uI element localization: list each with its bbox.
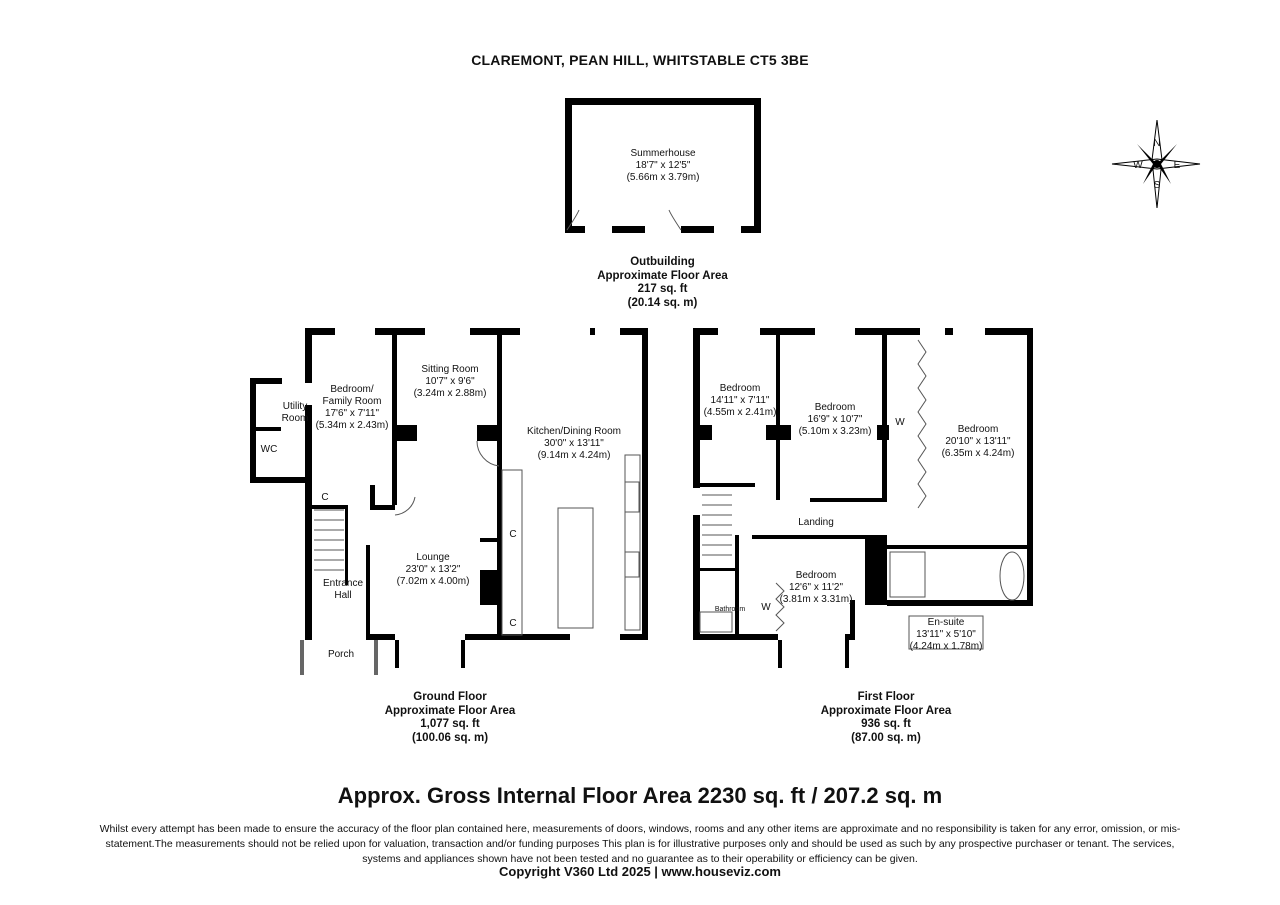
- room-dimensions: 14'11" x 7'11": [711, 395, 770, 406]
- room-name: Bedroom/: [330, 384, 374, 395]
- area-heading: Ground Floor: [413, 691, 487, 703]
- room-label: Landing: [798, 517, 834, 528]
- room-dimensions: (9.14m x 4.24m): [538, 450, 611, 461]
- fixtures: [314, 209, 1025, 650]
- compass-s: S: [1154, 180, 1161, 191]
- area-heading: First Floor: [857, 691, 915, 703]
- room-name: Summerhouse: [630, 148, 695, 159]
- area-heading: Outbuilding: [630, 256, 695, 268]
- area-subheading: Approximate Floor Area: [597, 269, 728, 282]
- area-sqm: (87.00 sq. m): [851, 731, 921, 744]
- room-name: Utility: [283, 401, 307, 412]
- room-dimensions: (6.35m x 4.24m): [942, 448, 1015, 459]
- room-label: Bathroom: [715, 606, 746, 613]
- room-name: Entrance: [323, 578, 363, 589]
- room-dimensions: (7.02m x 4.00m): [397, 576, 470, 587]
- room-label: C: [509, 618, 516, 629]
- room-label: W: [895, 417, 905, 428]
- room-dimensions: 13'11" x 5'10": [916, 629, 976, 640]
- area-sqm: (20.14 sq. m): [627, 296, 698, 309]
- room-name: W: [761, 602, 771, 613]
- gross-internal-area: Approx. Gross Internal Floor Area 2230 s…: [337, 783, 943, 808]
- room-name: Kitchen/Dining Room: [527, 426, 621, 437]
- room-name: Landing: [798, 517, 834, 528]
- room-dimensions: (4.55m x 2.41m): [704, 407, 777, 418]
- area-sqft: 217 sq. ft: [637, 283, 688, 295]
- room-name: En-suite: [928, 617, 965, 628]
- room-dimensions: 17'6" x 7'11": [325, 408, 380, 419]
- room-label: C: [509, 529, 516, 540]
- room-dimensions: 30'0" x 13'11": [544, 438, 604, 449]
- room-label: WC: [261, 444, 278, 455]
- room-dimensions: 18'7" x 12'5": [636, 160, 691, 171]
- area-sqm: (100.06 sq. m): [411, 731, 489, 744]
- room-dimensions: 23'0" x 13'2": [406, 564, 461, 575]
- room-dimensions: 12'6" x 11'2": [789, 582, 844, 593]
- room-label: Porch: [328, 649, 354, 660]
- room-name: C: [321, 492, 328, 503]
- room-name: WC: [261, 444, 278, 455]
- room-name: C: [509, 618, 516, 629]
- area-sqft: 1,077 sq. ft: [420, 718, 480, 730]
- room-dimensions: (3.81m x 3.31m): [780, 594, 853, 605]
- room-dimensions: 16'9" x 10'7": [808, 414, 863, 425]
- room-name: Sitting Room: [421, 364, 478, 375]
- compass: N E S W: [1111, 119, 1201, 209]
- room-name: Bedroom: [796, 570, 837, 581]
- room-dimensions: (4.24m x 1.78m): [910, 641, 983, 652]
- room-name: Bedroom: [815, 402, 856, 413]
- compass-e: E: [1174, 160, 1181, 171]
- outbuilding-area: Outbuilding Approximate Floor Area 217 s…: [560, 256, 765, 310]
- compass-n: N: [1153, 138, 1160, 149]
- disclaimer: Whilst every attempt has been made to en…: [99, 823, 1181, 865]
- room-dimensions: (3.24m x 2.88m): [414, 388, 487, 399]
- room-label: W: [761, 602, 771, 613]
- room-name: Bathroom: [715, 606, 746, 613]
- room-dimensions: 10'7" x 9'6": [425, 376, 475, 387]
- copyright: Copyright V360 Ltd 2025 | www.houseviz.c…: [498, 864, 781, 879]
- room-name: Porch: [328, 649, 354, 660]
- room-name: Bedroom: [720, 383, 761, 394]
- first-floor-area: First Floor Approximate Floor Area 936 s…: [786, 691, 986, 745]
- room-name: W: [895, 417, 905, 428]
- room-dimensions: (5.10m x 3.23m): [799, 426, 872, 437]
- room-name: Bedroom: [958, 424, 999, 435]
- area-subheading: Approximate Floor Area: [384, 704, 516, 717]
- room-dimensions: 20'10" x 13'11": [945, 436, 1011, 447]
- ground-floor-area: Ground Floor Approximate Floor Area 1,07…: [350, 691, 550, 745]
- area-sqft: 936 sq. ft: [861, 718, 911, 730]
- property-title: CLAREMONT, PEAN HILL, WHITSTABLE CT5 3BE: [471, 52, 809, 68]
- room-dimensions: (5.66m x 3.79m): [627, 172, 700, 183]
- compass-w: W: [1133, 160, 1143, 171]
- room-dimensions: Family Room: [323, 396, 382, 407]
- room-name: C: [509, 529, 516, 540]
- room-name: Lounge: [416, 552, 450, 563]
- room-label: C: [321, 492, 328, 503]
- area-subheading: Approximate Floor Area: [820, 704, 952, 717]
- room-dimensions: Hall: [334, 590, 351, 601]
- room-dimensions: (5.34m x 2.43m): [316, 420, 389, 431]
- walls: [250, 98, 1033, 675]
- room-dimensions: Room: [282, 413, 309, 424]
